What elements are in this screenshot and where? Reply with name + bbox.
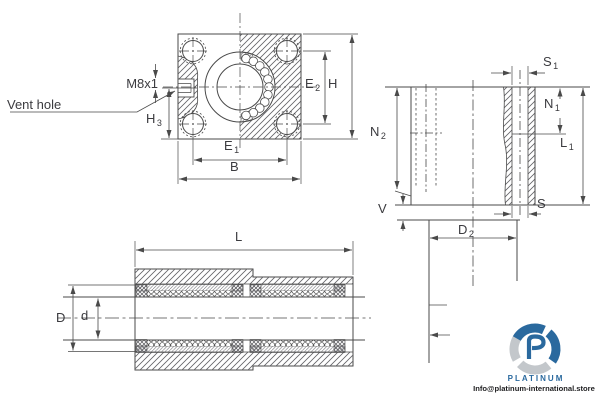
pilot-cylinder <box>428 220 518 363</box>
vent-hole-label: Vent hole <box>7 97 62 112</box>
dim-label-d-outer: D <box>56 310 66 325</box>
side-view <box>385 66 590 363</box>
brand-name: PLATINUM <box>507 374 565 383</box>
logo-p-glyph <box>526 334 546 359</box>
front-view <box>10 13 358 184</box>
section-view-dimensions <box>68 241 354 352</box>
slot-wall-left <box>503 86 513 206</box>
hidden-hole-lines <box>410 84 442 192</box>
shaft <box>63 296 365 341</box>
dim-label-thread: M8x1 <box>126 76 158 91</box>
housing-hatch-top <box>135 269 353 284</box>
dim-label-v: V <box>378 201 387 216</box>
dim-label-b: B <box>230 159 239 174</box>
side-view-dimensions <box>394 66 586 241</box>
bearing-balls-radial <box>241 53 274 121</box>
platinum-logo-icon <box>509 323 561 375</box>
slot-wall-right <box>527 86 536 206</box>
dim-label-s: S <box>537 196 546 211</box>
housing-hatch-bottom <box>135 352 353 370</box>
side-body <box>385 86 590 206</box>
dim-label-l: L <box>235 229 243 244</box>
seal-caps <box>135 284 346 353</box>
brand-contact: Info@platinum-international.store <box>473 384 595 393</box>
bearing-cartridges <box>135 284 346 353</box>
dim-label-h: H <box>328 76 338 91</box>
front-view-centerlines <box>163 13 318 148</box>
dim-label-d-shaft: d <box>81 308 89 323</box>
front-view-dimensions <box>10 33 358 184</box>
section-view <box>57 241 371 371</box>
